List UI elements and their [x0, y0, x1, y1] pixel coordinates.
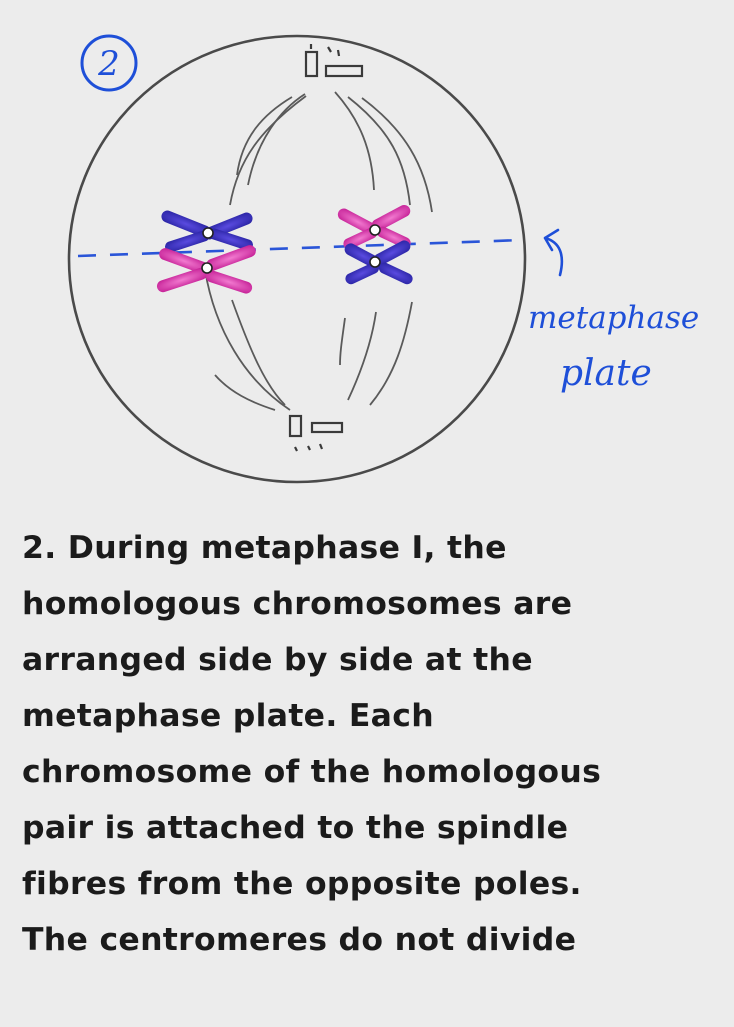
chromosome-left-pink	[156, 245, 256, 294]
text-line-6: pair is attached to the spindle	[22, 810, 569, 846]
metaphase-i-diagram: 2	[67, 34, 699, 484]
step-number-label: 2	[97, 44, 120, 84]
text-line-7: fibres from the opposite poles.	[22, 866, 582, 902]
centrosome-top	[304, 44, 364, 78]
chromosome-left-blue	[161, 210, 253, 253]
centrosome-bottom	[288, 414, 344, 452]
text-line-4: metaphase plate. Each	[22, 698, 434, 734]
step-number-circle	[80, 34, 138, 92]
chromosome-right-blue	[344, 240, 413, 285]
label-line-1: metaphase	[528, 300, 699, 336]
text-line-1: 2. During metaphase I, the	[22, 530, 507, 566]
text-line-3: arranged side by side at the	[22, 642, 533, 678]
text-line-5: chromosome of the homologous	[22, 754, 602, 790]
metaphase-plate-label: metaphase plate	[528, 300, 699, 394]
metaphase-plate-arrow	[543, 228, 564, 277]
homologous-pair-left	[156, 210, 256, 294]
text-line-8: The centromeres do not divide	[22, 922, 577, 958]
spindle-fibres	[204, 91, 433, 411]
metaphase-plate-line	[77, 238, 523, 258]
step-number-marker: 2	[80, 34, 138, 92]
cell-membrane	[67, 34, 527, 484]
text-line-2: homologous chromosomes are	[22, 586, 573, 622]
description-text: 2. During metaphase I, the homologous ch…	[22, 520, 727, 968]
homologous-pair-right	[337, 204, 413, 285]
label-line-2: plate	[560, 353, 652, 394]
